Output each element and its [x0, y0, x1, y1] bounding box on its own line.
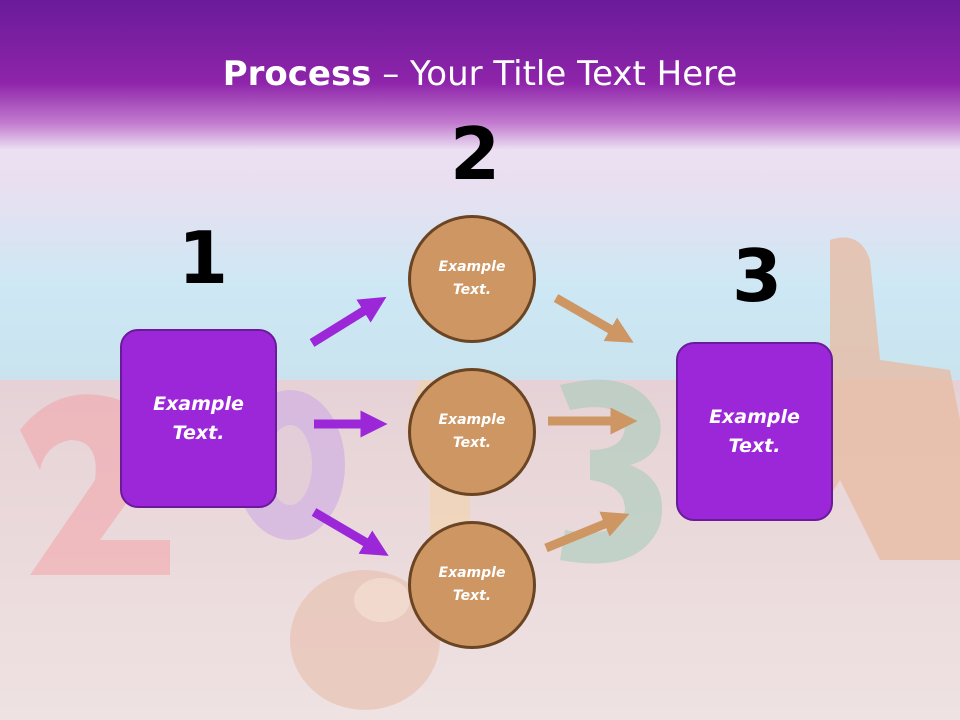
- arrow-circle-3-to-box: [544, 511, 630, 553]
- title-rest: – Your Title Text Here: [371, 54, 738, 94]
- step-2-circle-middle: Example Text.: [408, 368, 536, 496]
- arrow-circle-1-to-box: [553, 294, 634, 343]
- step-number-2: 2: [450, 112, 501, 196]
- step-1-box: Example Text.: [120, 329, 277, 508]
- title-band: [0, 0, 960, 150]
- step-3-box: Example Text.: [676, 342, 833, 521]
- circle-1-text-line2: Text.: [452, 282, 492, 298]
- step-number-3: 3: [732, 234, 783, 318]
- arrow-box-to-circle-3: [311, 508, 389, 556]
- circle-3-text-line1: Example: [438, 565, 506, 581]
- circle-3-text-line2: Text.: [452, 588, 492, 604]
- step-3-text-line1: Example: [709, 405, 800, 428]
- step-number-1: 1: [178, 216, 229, 300]
- step-1-text-line1: Example: [153, 392, 244, 415]
- step-3-text-line2: Text.: [728, 434, 781, 457]
- step-2-circle-bottom: Example Text.: [408, 521, 536, 649]
- circle-2-text-line1: Example: [438, 412, 506, 428]
- slide-title: Process – Your Title Text Here: [0, 52, 960, 96]
- step-2-circle-top: Example Text.: [408, 215, 536, 343]
- step-1-text-line2: Text.: [172, 421, 225, 444]
- circle-1-text-line1: Example: [438, 259, 506, 275]
- circle-2-text-line2: Text.: [452, 435, 492, 451]
- arrow-box-to-circle-1: [309, 296, 387, 347]
- title-bold: Process: [222, 54, 372, 94]
